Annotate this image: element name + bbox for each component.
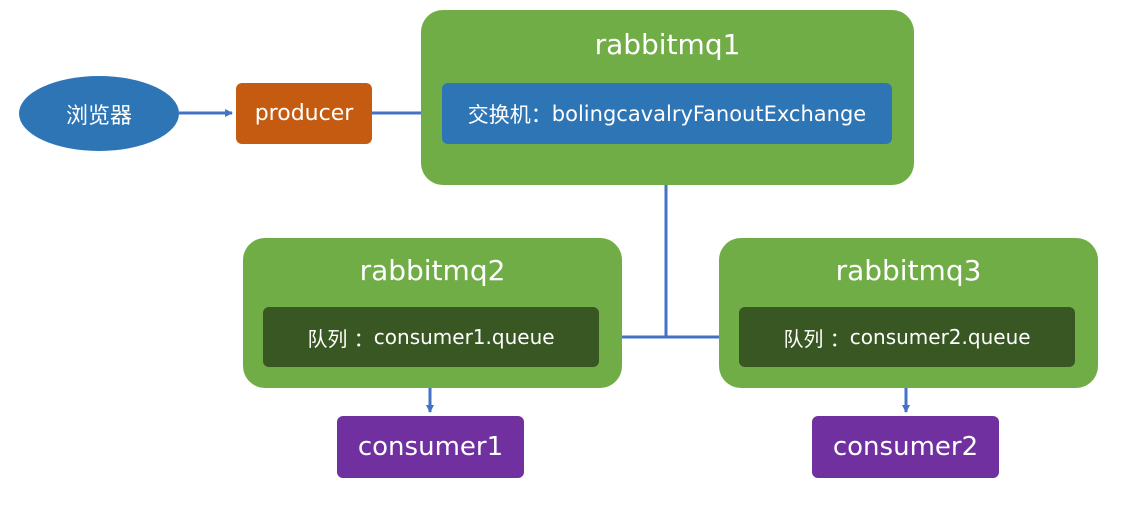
consumer2-node: consumer2: [812, 416, 999, 478]
queue1-node: 队列 ： consumer1.queue: [263, 307, 599, 367]
producer-node: producer: [236, 83, 372, 144]
queue1-prefix: 队列 ：: [307, 326, 374, 351]
queue1-name: consumer1.queue: [373, 325, 555, 349]
queue2-name: consumer2.queue: [849, 325, 1031, 349]
queue2-node: 队列 ： consumer2.queue: [739, 307, 1075, 367]
consumer1-label: consumer1: [357, 432, 504, 462]
queue2-prefix: 队列 ：: [783, 326, 850, 351]
exchange-node: 交换机： bolingcavalryFanoutExchange: [442, 83, 892, 144]
browser-label: 浏览器: [65, 103, 132, 129]
exchange-name: bolingcavalryFanoutExchange: [551, 101, 867, 126]
rabbitmq1-title: rabbitmq1: [594, 28, 741, 61]
consumer1-node: consumer1: [337, 416, 524, 478]
rabbitmq2-title: rabbitmq2: [359, 254, 506, 287]
browser-node: 浏览器: [19, 76, 179, 151]
producer-label: producer: [254, 101, 354, 126]
exchange-prefix: 交换机：: [467, 102, 552, 127]
consumer2-label: consumer2: [832, 432, 979, 462]
rabbitmq3-title: rabbitmq3: [835, 254, 982, 287]
